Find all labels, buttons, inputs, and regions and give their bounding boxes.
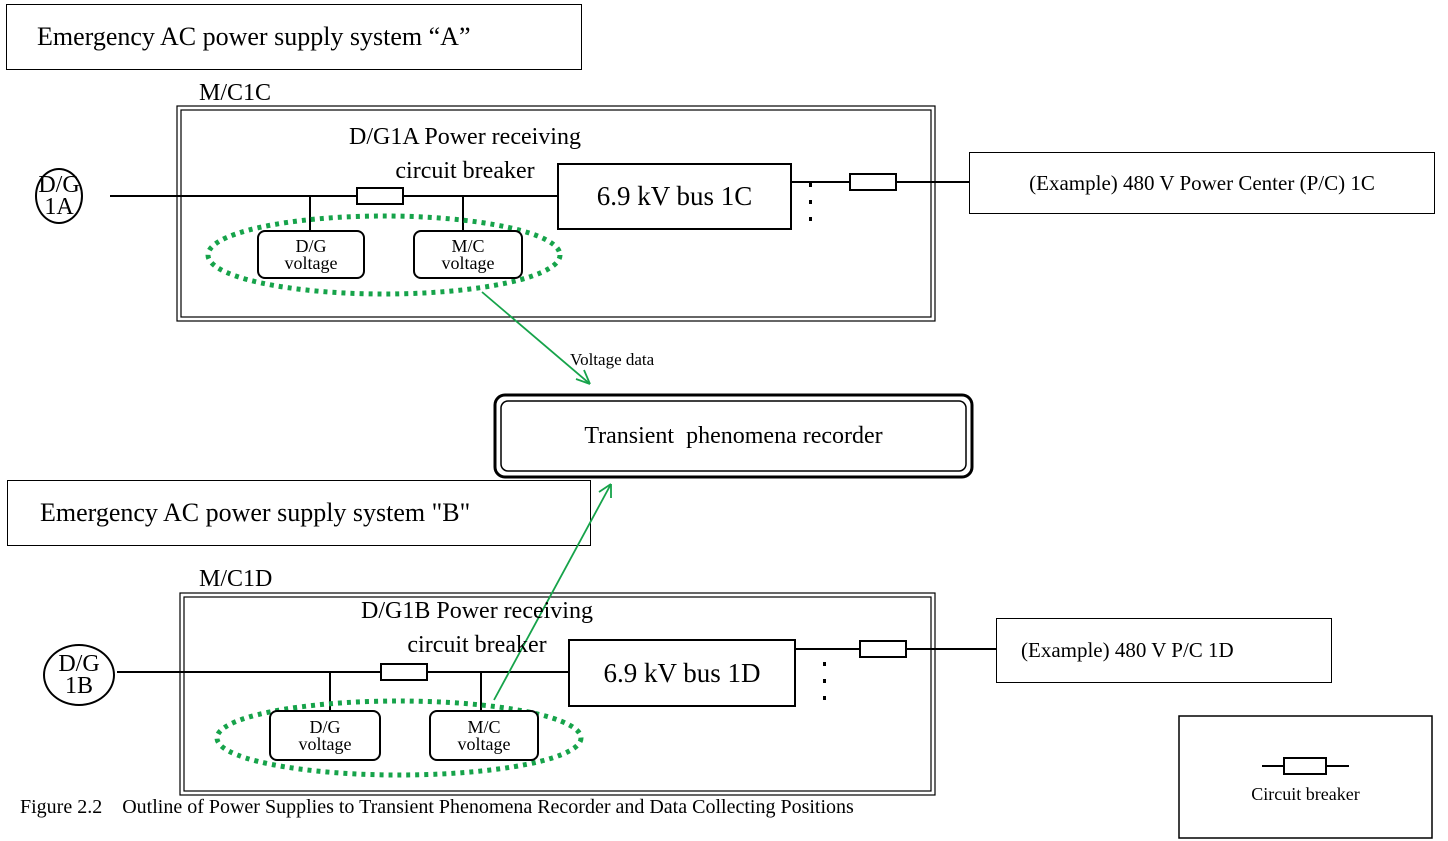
dotted-ellipse-a — [205, 213, 563, 297]
dg-voltage-a-line2: voltage — [284, 252, 338, 273]
mc1c-frame-inner — [180, 109, 932, 318]
dg-voltage-b-line2: voltage — [298, 733, 352, 754]
system-a-label-text: Emergency AC power supply system “A” — [37, 22, 471, 51]
system-b-label-text: Emergency AC power supply system "B" — [40, 498, 471, 527]
mc-voltage-a-line2: voltage — [441, 252, 495, 273]
breaker-b-load — [859, 640, 907, 658]
dots-a — [809, 183, 812, 221]
load-b-text: (Example) 480 V P/C 1D — [1021, 638, 1234, 662]
figure-caption: Figure 2.2 Outline of Power Supplies to … — [20, 796, 854, 818]
cb-b-label-line1: D/G1B Power receiving — [361, 598, 593, 624]
system-b-label: Emergency AC power supply system "B" — [7, 480, 591, 546]
legend-frame — [1178, 715, 1433, 839]
mc1c-title: M/C1C — [199, 80, 272, 106]
arrow-b-head — [598, 483, 612, 498]
breaker-a-dg — [356, 187, 404, 205]
arrow-a-line — [481, 291, 591, 385]
legend-breaker-icon — [1283, 757, 1327, 775]
voltage-data-label: Voltage data — [570, 350, 655, 369]
cb-b-label-line2: circuit breaker — [407, 632, 547, 658]
mc-voltage-b-line1: M/C — [467, 716, 501, 737]
dg-voltage-a-line1: D/G — [295, 235, 327, 256]
bus-1d: 6.9 kV bus 1D — [568, 639, 796, 707]
mc1c-frame-outer — [176, 105, 936, 322]
mc1d-frame-inner — [183, 596, 932, 792]
dotted-ellipse-b — [214, 698, 584, 778]
dg-voltage-b-line1: D/G — [309, 716, 341, 737]
breaker-a-load — [849, 173, 897, 191]
dots-b — [823, 662, 826, 700]
load-b-box: (Example) 480 V P/C 1D — [996, 618, 1332, 683]
cb-b-label: D/G1B Power receiving circuit breaker — [282, 594, 672, 662]
mc-voltage-b-line2: voltage — [457, 733, 511, 754]
cb-a-label-line2: circuit breaker — [395, 158, 535, 184]
recorder-frame-outer — [493, 393, 974, 479]
cb-a-label: D/G1A Power receiving circuit breaker — [280, 120, 650, 188]
mc1d-title: M/C1D — [199, 566, 273, 592]
dg-1a-line2: 1A — [44, 194, 74, 220]
load-a-text: (Example) 480 V Power Center (P/C) 1C — [1029, 170, 1375, 195]
mc1d-frame-outer — [179, 592, 936, 796]
legend-label-text: Circuit breaker — [1251, 784, 1360, 804]
recorder-frame-inner — [500, 400, 967, 472]
cb-a-label-line1: D/G1A Power receiving — [349, 124, 581, 150]
dg-1b-line1: D/G — [58, 651, 100, 677]
arrow-a-head — [575, 369, 591, 385]
dg-1a-line1: D/G — [38, 172, 80, 198]
bus-1c: 6.9 kV bus 1C — [557, 163, 792, 230]
recorder-text: Transient phenomena recorder — [584, 422, 883, 449]
bus-1d-text: 6.9 kV bus 1D — [603, 657, 761, 688]
system-a-label: Emergency AC power supply system “A” — [6, 4, 582, 70]
arrow-b-line — [493, 483, 612, 701]
load-a-box: (Example) 480 V Power Center (P/C) 1C — [969, 152, 1435, 214]
legend-label: Circuit breaker — [1179, 784, 1432, 805]
mc-voltage-a-line1: M/C — [451, 235, 485, 256]
bus-1c-text: 6.9 kV bus 1C — [596, 181, 753, 211]
recorder-label: Transient phenomena recorder — [501, 401, 966, 471]
breaker-b-dg — [380, 663, 428, 681]
dg-1b-line2: 1B — [64, 673, 93, 699]
